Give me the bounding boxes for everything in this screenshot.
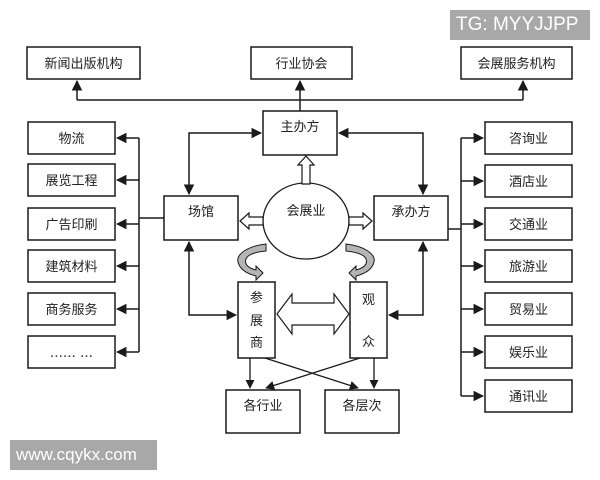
venue-contractor-links	[183, 240, 429, 321]
exhibitor-char: 商	[250, 336, 263, 351]
box-news-publishing: 新闻出版机构	[26, 46, 141, 80]
hollow-arrows	[239, 155, 373, 336]
left-box: 广告印刷	[27, 207, 139, 241]
box-organizer: 主办方	[262, 110, 338, 156]
organizer-links	[183, 127, 429, 196]
left-box-label: 广告印刷	[45, 218, 97, 233]
box-exhibition-service: 会展服务机构	[460, 46, 573, 80]
box-label: 新闻出版机构	[44, 56, 122, 72]
watermark-top-right: TG: MYYJJPP	[450, 10, 590, 40]
box-venue: 场馆	[163, 195, 239, 241]
organizer-contractor-link	[337, 127, 429, 196]
box-exhibitor: 参 展 商	[237, 281, 276, 359]
right-box-label: 咨询业	[509, 132, 548, 147]
box-label: 会展服务机构	[477, 56, 555, 72]
right-box: 娱乐业	[461, 335, 573, 369]
exhibitor-char: 展	[250, 314, 263, 329]
right-box: 咨询业	[461, 121, 573, 155]
right-box: 贸易业	[461, 292, 573, 326]
curved-arrows	[237, 243, 375, 282]
box-label: 场馆	[188, 205, 214, 220]
right-box-label: 通讯业	[509, 390, 548, 405]
box-industry-association: 行业协会	[250, 46, 353, 80]
box-industries: 各行业	[225, 389, 301, 434]
exhibitor-char: 参	[250, 290, 263, 306]
left-box-label: …… …	[50, 346, 93, 361]
left-box: 建筑材料	[27, 249, 139, 283]
hollow-arrow-right-to-contractor	[348, 211, 373, 231]
right-box: 通讯业	[461, 379, 573, 413]
bottom-links	[245, 357, 379, 390]
organizer-venue-link	[183, 127, 263, 196]
right-box-label: 贸易业	[509, 303, 548, 318]
box-label: 各层次	[342, 398, 381, 414]
audience-char: 众	[362, 335, 375, 350]
venue-exhibitor-link	[183, 240, 238, 321]
left-box-label: 展览工程	[45, 173, 97, 189]
right-box-label: 酒店业	[509, 175, 548, 190]
curved-arrow-core-to-exhibitor	[237, 243, 267, 282]
right-box-label: 交通业	[509, 217, 548, 233]
box-levels: 各层次	[324, 389, 400, 434]
right-box: 交通业	[461, 207, 573, 241]
left-box: 展览工程	[27, 163, 139, 197]
right-box-label: 娱乐业	[509, 346, 548, 361]
curved-arrow-core-to-audience	[345, 243, 375, 282]
left-box-label: 商务服务	[45, 302, 97, 318]
contractor-audience-link	[387, 240, 429, 321]
hollow-arrow-left-to-venue	[239, 211, 264, 231]
box-label: 主办方	[280, 119, 319, 135]
left-box: 商务服务	[27, 292, 139, 326]
box-label: 行业协会	[275, 57, 327, 72]
box-label: 各行业	[243, 398, 282, 414]
right-box: 旅游业	[461, 249, 573, 283]
left-box-label: 物流	[58, 132, 84, 147]
box-contractor: 承办方	[373, 195, 449, 241]
right-box-label: 旅游业	[509, 260, 548, 275]
core-exhibition-industry: 会展业	[262, 182, 350, 260]
box-audience: 观 众	[349, 281, 388, 359]
top-connectors	[71, 79, 529, 111]
core-label: 会展业	[286, 204, 325, 219]
audience-to-industries	[265, 357, 361, 390]
left-box: 物流	[27, 121, 139, 155]
hollow-arrow-up-to-organizer	[296, 155, 316, 185]
watermark-bottom-left: www.cqykx.com	[10, 440, 157, 470]
hollow-double-arrow-exhibitor-audience	[276, 292, 350, 336]
left-box-label: 建筑材料	[45, 259, 97, 275]
audience-char: 观	[362, 293, 375, 308]
box-label: 承办方	[391, 204, 430, 220]
right-box: 酒店业	[461, 164, 573, 198]
left-box: …… …	[27, 335, 139, 369]
